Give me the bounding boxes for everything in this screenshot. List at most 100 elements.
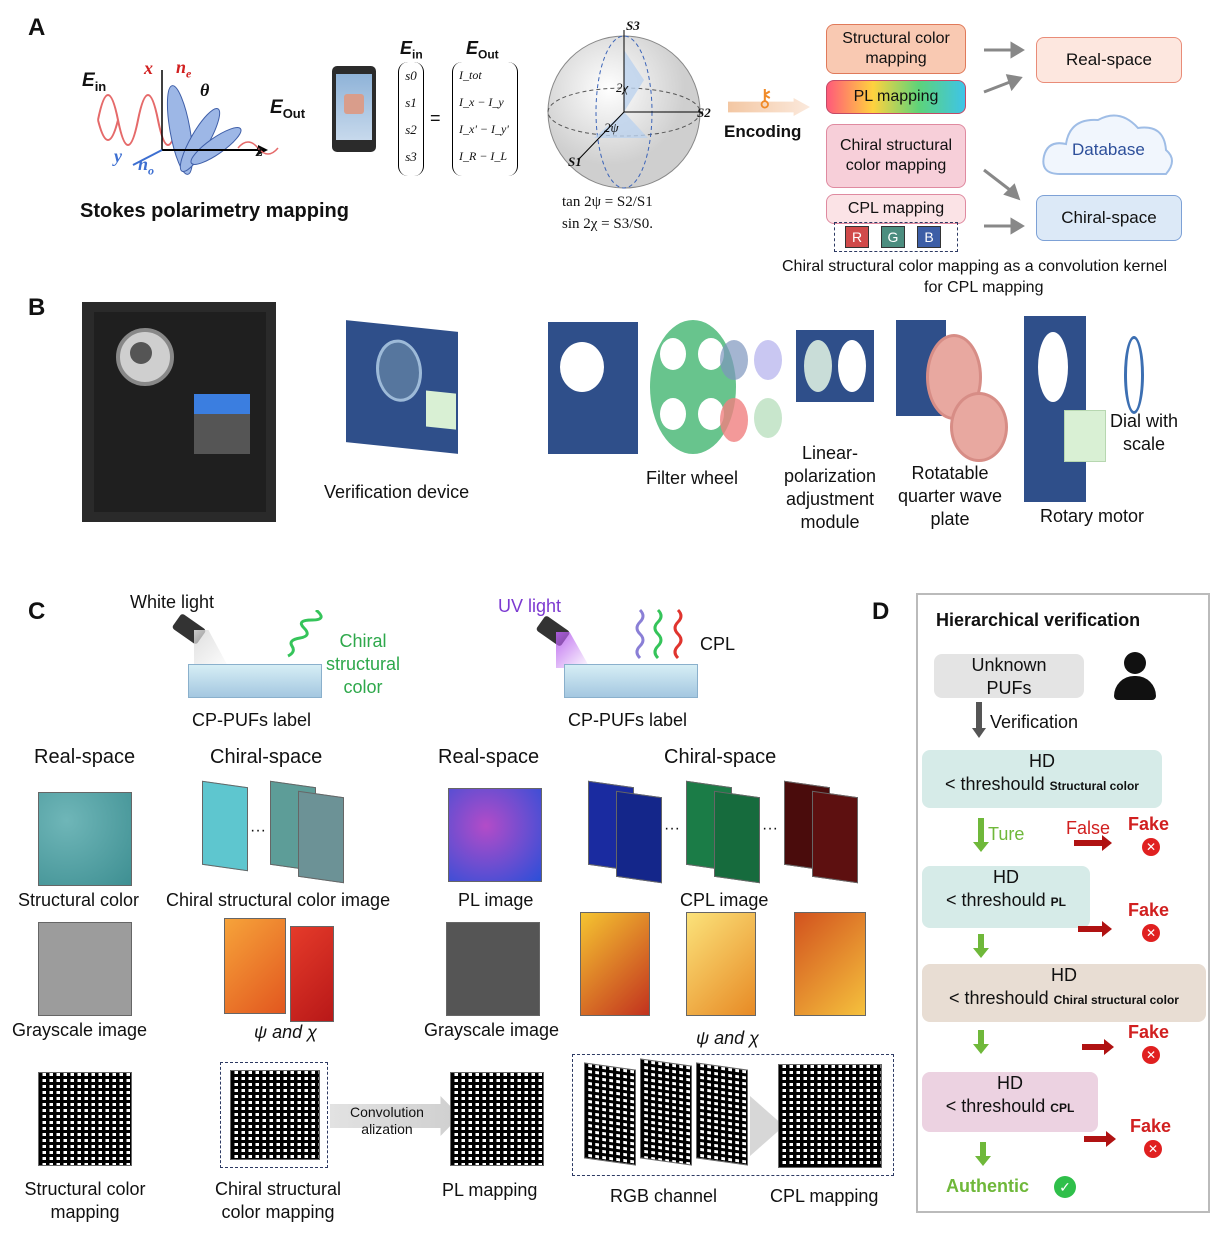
hd-chiral-box: HD < threshould Chiral structural color <box>922 964 1206 1022</box>
psi-chi-map-2 <box>290 926 334 1022</box>
fake-label-2: Fake <box>1128 900 1170 920</box>
database-cloud-icon <box>1042 114 1173 175</box>
qwp-gear <box>950 392 1008 462</box>
chiral-mapping-frame <box>220 1062 328 1168</box>
caption-structural-color: Structural color <box>18 890 140 910</box>
encoding-arrow <box>728 98 810 116</box>
sphere-s3: S3 <box>626 18 640 33</box>
pass-arrow-4-head <box>975 1156 991 1166</box>
verification-device-caption: Verification device <box>324 482 470 502</box>
theta-label: θ <box>200 80 210 100</box>
panel-label-a: A <box>28 14 46 41</box>
rotary-motor-caption: Rotary motor <box>1040 506 1145 526</box>
kernel-note-line2: for CPL mapping <box>924 279 1044 296</box>
fail-arrow-4-head <box>1106 1131 1116 1147</box>
fake-x-icon-2: ✕ <box>1142 924 1160 942</box>
psi-chi-map-4 <box>686 912 756 1016</box>
caption-chiral-sc-image: Chiral structural color image <box>166 890 391 910</box>
chiral-wave-icon <box>287 610 323 658</box>
caption-sc-mapping: Structural color mapping <box>24 1179 146 1222</box>
qwp-caption: Rotatable quarter wave plate <box>897 463 1003 529</box>
n-e-label: ne <box>176 57 192 81</box>
cp-pufs-label-left: CP-PUFs label <box>192 710 312 730</box>
device-photo <box>82 302 276 522</box>
uv-light-label: UV light <box>498 596 562 616</box>
fake-x-icon-4: ✕ <box>1144 1140 1162 1158</box>
header-real-space-2: Real-space <box>438 746 540 768</box>
structural-color-mapping-box: Structural color mapping <box>826 24 966 74</box>
verify-arrow-head <box>972 728 986 738</box>
pl-mapping-image <box>450 1072 544 1166</box>
cpl-green-frame-2 <box>714 790 760 884</box>
psi-chi-map-5 <box>794 912 866 1016</box>
panel-label-d: D <box>872 598 890 625</box>
panel-label-c: C <box>28 598 46 625</box>
cpuf-label-left <box>188 664 322 698</box>
cpl-waves-icon <box>635 608 683 660</box>
header-real-space-1: Real-space <box>34 746 136 768</box>
header-chiral-space-1: Chiral-space <box>210 746 323 768</box>
psi-chi-map-1 <box>224 918 286 1014</box>
authentic-check-icon: ✓ <box>1054 1176 1076 1198</box>
structural-color-image <box>38 792 132 886</box>
panel-label-b: B <box>28 294 46 321</box>
header-chiral-space-2: Chiral-space <box>664 746 777 768</box>
caption-cpl-mapping: CPL mapping <box>770 1186 879 1206</box>
verify-arrow <box>976 702 982 732</box>
filter-red <box>720 398 748 442</box>
cpl-mapping-box: CPL mapping <box>826 194 966 224</box>
kernel-note-line1: Chiral structural color mapping as a con… <box>782 258 1168 275</box>
caption-chiral-mapping: Chiral structural color mapping <box>214 1179 342 1222</box>
filter-lavender <box>754 340 782 380</box>
authentic-label: Authentic <box>946 1176 1029 1196</box>
sphere-s2: S2 <box>697 105 711 120</box>
poincare-sphere <box>547 30 703 189</box>
filter-wheel-render <box>650 320 736 454</box>
verification-panel <box>916 593 1210 1213</box>
pl-image <box>448 788 542 882</box>
caption-pl-mapping: PL mapping <box>442 1180 538 1200</box>
equals-sign: = <box>430 108 441 128</box>
chiral-sc-frame-3 <box>298 790 344 884</box>
ture-label: Ture <box>988 824 1025 844</box>
grayscale-image-2 <box>446 922 540 1016</box>
false-label: False <box>1066 818 1111 838</box>
n-o-label: no <box>138 154 155 178</box>
qwp-ring <box>926 334 982 420</box>
dots-1: ··· <box>250 822 266 839</box>
matrix-eout-label: EOut <box>466 38 499 62</box>
fake-label-1: Fake <box>1128 814 1170 834</box>
fake-x-icon-3: ✕ <box>1142 1046 1160 1064</box>
structural-color-mapping-image <box>38 1072 132 1166</box>
b-channel-cell: B <box>917 226 941 248</box>
fake-x-icon-1: ✕ <box>1142 838 1160 856</box>
real-space-box: Real-space <box>1036 37 1182 83</box>
phone-icon <box>332 66 376 152</box>
pass-arrow-1-head <box>973 842 989 852</box>
fail-arrow-2 <box>1078 926 1102 932</box>
user-icon <box>1114 652 1156 700</box>
cpl-mapping-image <box>778 1064 882 1168</box>
sphere-s1: S1 <box>568 154 582 169</box>
chiral-structural-color-mapping-image <box>230 1070 320 1160</box>
fail-arrow-4 <box>1084 1136 1106 1142</box>
fail-arrow-2-head <box>1102 921 1112 937</box>
fake-label-4: Fake <box>1130 1116 1172 1136</box>
pass-arrow-4 <box>980 1142 986 1158</box>
cpl-red-frame-2 <box>812 790 858 884</box>
rgb-channel-b <box>696 1062 748 1166</box>
rgb-channel-frame <box>572 1054 894 1176</box>
equation-sin: sin 2χ = S3/S0. <box>562 216 653 232</box>
dots-2: ··· <box>664 820 680 837</box>
caption-grayscale-2: Grayscale image <box>424 1020 560 1040</box>
caption-cpl-image: CPL image <box>680 890 769 910</box>
filter-wheel-caption: Filter wheel <box>646 468 739 488</box>
pass-arrow-2 <box>978 934 984 950</box>
pass-arrow-1 <box>978 818 984 844</box>
white-light-label: White light <box>130 592 215 612</box>
rgb-channel-r <box>584 1062 636 1166</box>
rgb-kernel-frame: R G B <box>834 222 958 252</box>
stokes-title: Stokes polarimetry mapping <box>80 200 349 222</box>
dial-caption: Dial with scale <box>1109 411 1179 454</box>
verification-title: Hierarchical verification <box>936 610 1141 630</box>
